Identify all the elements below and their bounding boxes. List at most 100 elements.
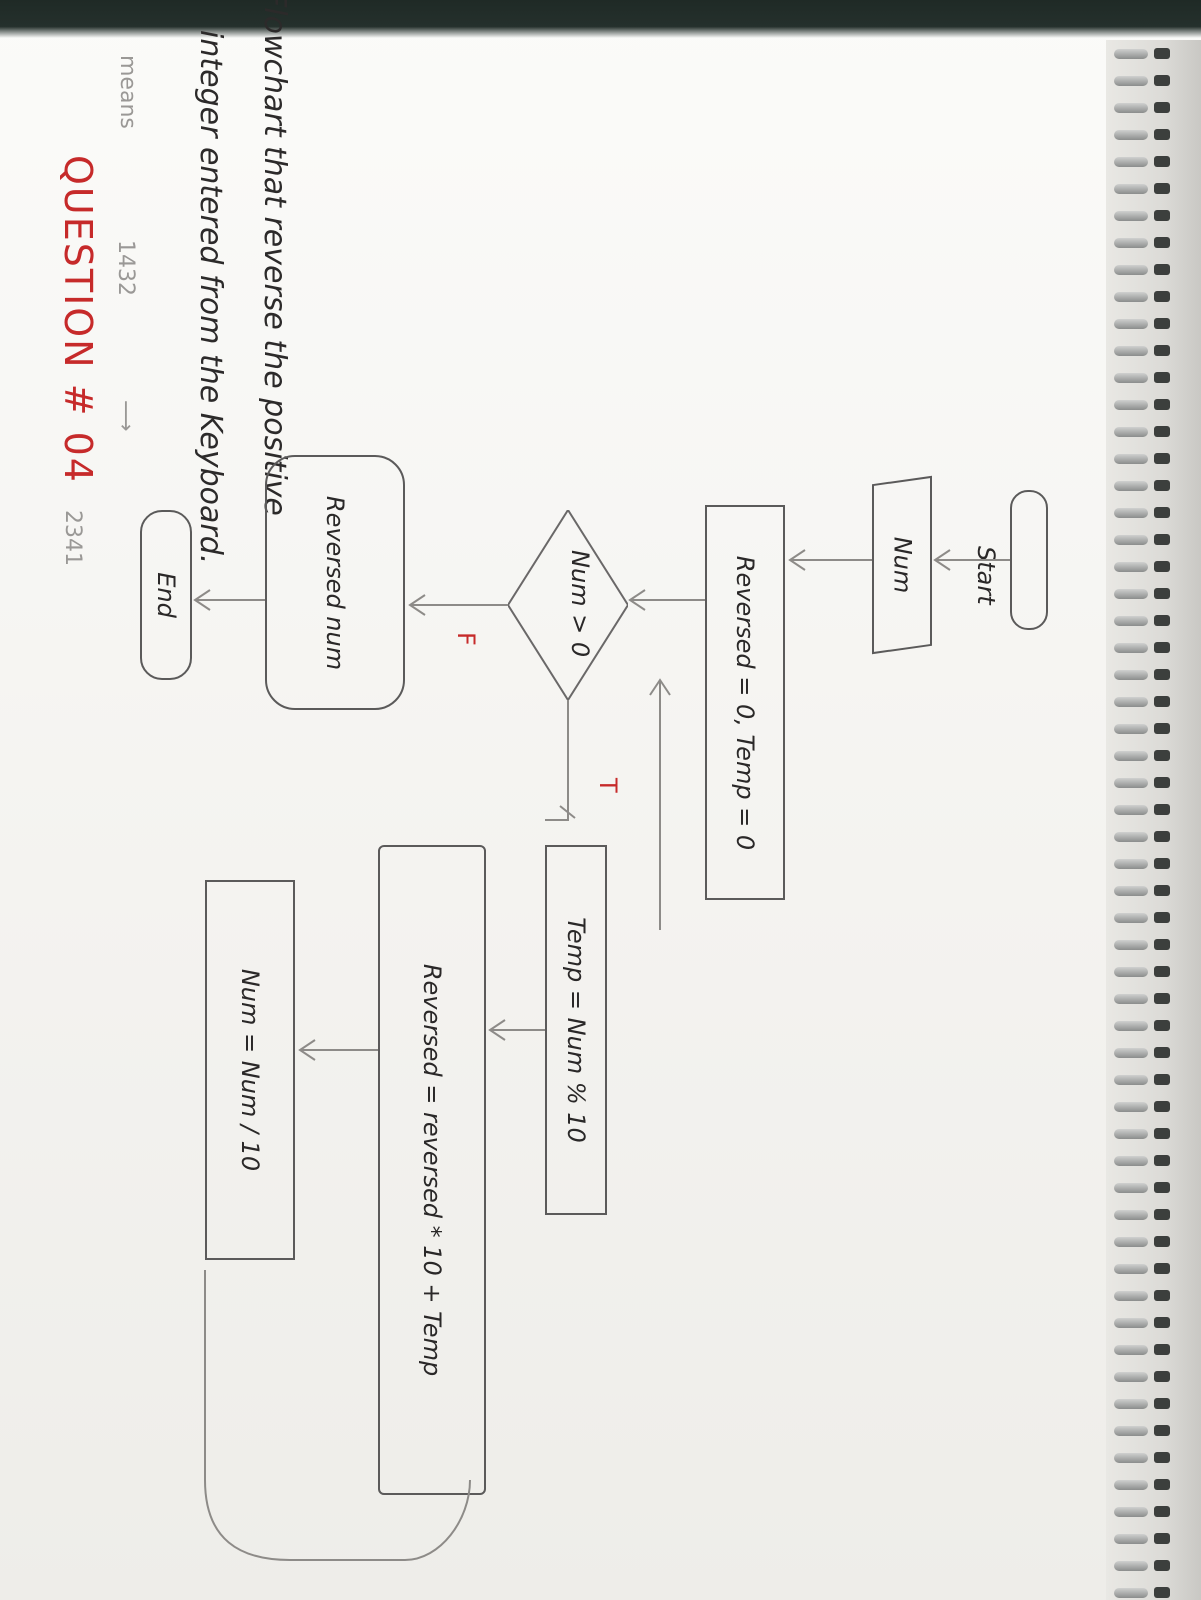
spiral-ring [1114, 76, 1148, 86]
init-process: Reversed = 0, Temp = 0 [705, 505, 785, 900]
spiral-ring [1114, 508, 1148, 518]
spiral-ring [1114, 1453, 1148, 1463]
spiral-ring [1114, 886, 1148, 896]
spiral-ring [1114, 994, 1148, 1004]
spiral-ring [1114, 1156, 1148, 1166]
spiral-hole [1154, 75, 1170, 86]
spiral-ring [1114, 1372, 1148, 1382]
spiral-hole [1154, 534, 1170, 545]
spiral-ring [1114, 211, 1148, 221]
spiral-hole [1154, 48, 1170, 59]
spiral-ring [1114, 940, 1148, 950]
spiral-hole [1154, 1560, 1170, 1571]
spiral-hole [1154, 1533, 1170, 1544]
spiral-hole [1154, 156, 1170, 167]
spiral-ring [1114, 805, 1148, 815]
spiral-ring [1114, 1318, 1148, 1328]
output-parallelogram: Reversed num [265, 455, 405, 710]
spiral-hole [1154, 939, 1170, 950]
end-terminal: End [140, 510, 192, 680]
spiral-hole [1154, 885, 1170, 896]
spiral-hole [1154, 777, 1170, 788]
spiral-hole [1154, 696, 1170, 707]
spiral-hole [1154, 750, 1170, 761]
spiral-ring [1114, 778, 1148, 788]
spiral-ring [1114, 265, 1148, 275]
spiral-hole [1154, 210, 1170, 221]
spiral-hole [1154, 183, 1170, 194]
spiral-hole [1154, 237, 1170, 248]
spiral-ring [1114, 373, 1148, 383]
spiral-hole [1154, 453, 1170, 464]
spiral-hole [1154, 1182, 1170, 1193]
spiral-hole [1154, 1047, 1170, 1058]
spiral-ring [1114, 1426, 1148, 1436]
spiral-ring [1114, 697, 1148, 707]
spiral-ring [1114, 481, 1148, 491]
spiral-hole [1154, 102, 1170, 113]
spiral-ring [1114, 1210, 1148, 1220]
spiral-hole [1154, 615, 1170, 626]
spiral-ring [1114, 1129, 1148, 1139]
spiral-ring [1114, 751, 1148, 761]
spiral-hole [1154, 669, 1170, 680]
spiral-ring [1114, 670, 1148, 680]
spiral-ring [1114, 616, 1148, 626]
spiral-hole [1154, 1371, 1170, 1382]
spiral-hole [1154, 723, 1170, 734]
spiral-hole [1154, 507, 1170, 518]
spiral-ring [1114, 1264, 1148, 1274]
spiral-hole [1154, 291, 1170, 302]
spiral-ring [1114, 427, 1148, 437]
spiral-ring [1114, 1237, 1148, 1247]
spiral-ring [1114, 184, 1148, 194]
spiral-ring [1114, 1291, 1148, 1301]
spiral-ring [1114, 1588, 1148, 1598]
spiral-hole [1154, 1236, 1170, 1247]
spiral-ring [1114, 1561, 1148, 1571]
spiral-hole [1154, 1263, 1170, 1274]
spiral-ring [1114, 238, 1148, 248]
spiral-hole [1154, 129, 1170, 140]
spiral-hole [1154, 642, 1170, 653]
spiral-hole [1154, 588, 1170, 599]
spiral-ring [1114, 49, 1148, 59]
spiral-hole [1154, 318, 1170, 329]
spiral-ring [1114, 1021, 1148, 1031]
spiral-ring [1114, 1534, 1148, 1544]
spiral-ring [1114, 589, 1148, 599]
spiral-ring [1114, 724, 1148, 734]
spiral-hole [1154, 1425, 1170, 1436]
spiral-ring [1114, 103, 1148, 113]
spiral-hole [1154, 399, 1170, 410]
spiral-hole [1154, 1506, 1170, 1517]
spiral-hole [1154, 1101, 1170, 1112]
spiral-hole [1154, 1128, 1170, 1139]
spiral-hole [1154, 804, 1170, 815]
spiral-ring [1114, 346, 1148, 356]
spiral-ring [1114, 913, 1148, 923]
spiral-ring [1114, 1480, 1148, 1490]
spiral-hole [1154, 426, 1170, 437]
spiral-ring [1114, 967, 1148, 977]
spiral-hole [1154, 264, 1170, 275]
spiral-hole [1154, 372, 1170, 383]
spiral-hole [1154, 966, 1170, 977]
table-edge [0, 0, 1201, 38]
spiral-hole [1154, 1317, 1170, 1328]
spiral-hole [1154, 1479, 1170, 1490]
spiral-ring [1114, 1183, 1148, 1193]
spiral-ring [1114, 1048, 1148, 1058]
spiral-hole [1154, 1587, 1170, 1598]
spiral-hole [1154, 1155, 1170, 1166]
spiral-hole [1154, 1074, 1170, 1085]
spiral-hole [1154, 561, 1170, 572]
spiral-hole [1154, 480, 1170, 491]
spiral-ring [1114, 1102, 1148, 1112]
spiral-ring [1114, 319, 1148, 329]
spiral-ring [1114, 1507, 1148, 1517]
reverse-process: Reversed = reversed * 10 + Temp [378, 845, 486, 1495]
